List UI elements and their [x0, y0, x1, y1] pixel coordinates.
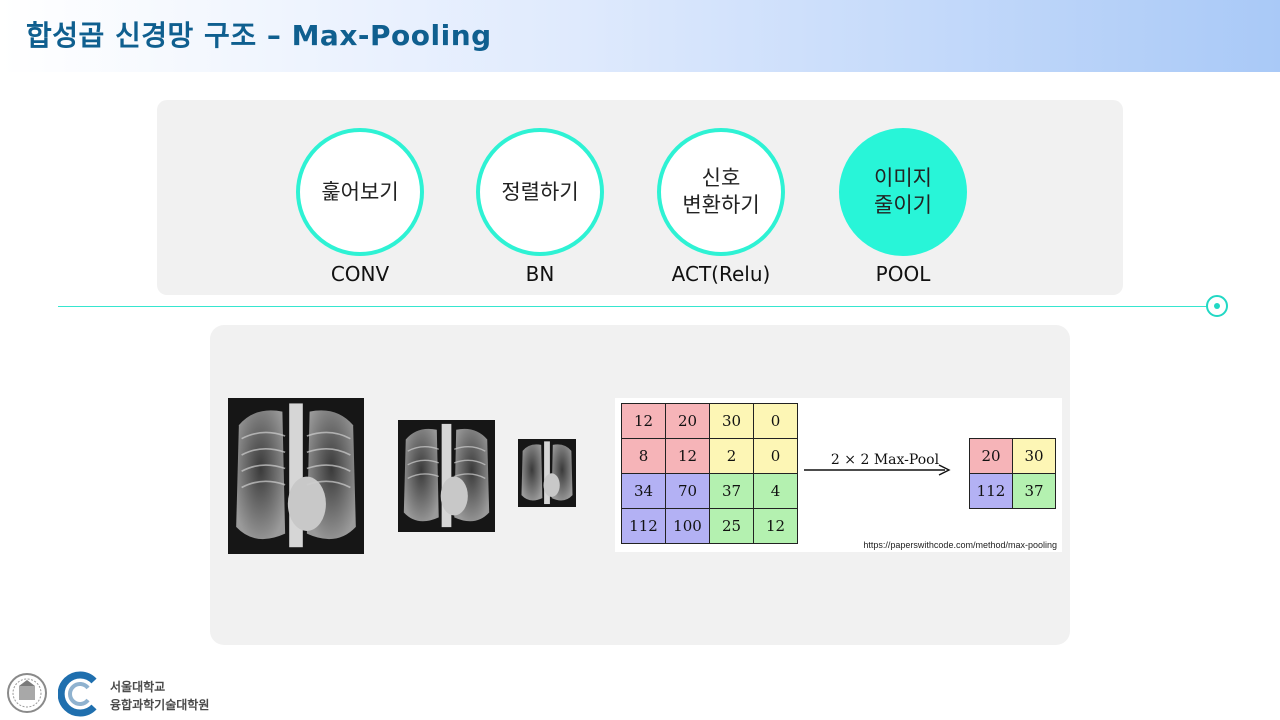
step-code: POOL [875, 262, 931, 286]
step-conv: 훑어보기 CONV [290, 128, 430, 286]
step-circle: 정렬하기 [476, 128, 604, 256]
pipeline-panel: 훑어보기 CONV 정렬하기 BN 신호 변환하기 ACT(Relu) 이미지 … [157, 100, 1123, 295]
grid-row: 112 100 25 12 [621, 508, 798, 544]
school-name: 융합과학기술대학원 [110, 698, 210, 712]
grid-row: 12 20 30 0 [621, 403, 798, 439]
grid-cell: 30 [1012, 438, 1056, 474]
grid-cell: 12 [621, 403, 666, 439]
gsconvergence-logo-icon [58, 671, 97, 717]
step-circle: 훑어보기 [296, 128, 424, 256]
step-circle-active: 이미지 줄이기 [839, 128, 967, 256]
grid-cell: 37 [709, 473, 754, 509]
grid-cell: 100 [665, 508, 710, 544]
university-name: 서울대학교 [110, 680, 166, 694]
grid-cell: 70 [665, 473, 710, 509]
grid-cell: 34 [621, 473, 666, 509]
university-seal-icon [7, 673, 47, 713]
timeline-line [58, 306, 1210, 307]
grid-cell: 2 [709, 438, 754, 474]
step-code: ACT(Relu) [671, 262, 771, 286]
grid-cell: 0 [753, 403, 798, 439]
xray-image-small [518, 439, 576, 507]
grid-row: 112 37 [969, 473, 1056, 509]
grid-cell: 4 [753, 473, 798, 509]
grid-cell: 12 [753, 508, 798, 544]
grid-cell: 25 [709, 508, 754, 544]
xray-image-large [228, 398, 364, 554]
operation-label: 2 × 2 Max-Pool [830, 452, 940, 468]
timeline-node-icon [1206, 295, 1228, 317]
source-link[interactable]: https://paperswithcode.com/method/max-po… [863, 540, 1057, 550]
grid-row: 34 70 37 4 [621, 473, 798, 509]
grid-cell: 112 [621, 508, 666, 544]
step-code: BN [525, 262, 555, 286]
grid-cell: 0 [753, 438, 798, 474]
step-label: 신호 변환하기 [682, 166, 760, 217]
grid-row: 20 30 [969, 438, 1056, 474]
grid-cell: 20 [665, 403, 710, 439]
max-pool-figure: 12 20 30 0 8 12 2 0 34 70 37 4 112 100 2… [615, 398, 1062, 552]
grid-cell: 12 [665, 438, 710, 474]
slide-title: 합성곱 신경망 구조 – Max-Pooling [26, 19, 492, 52]
grid-cell: 30 [709, 403, 754, 439]
grid-cell: 8 [621, 438, 666, 474]
step-bn: 정렬하기 BN [470, 128, 610, 286]
arrow-right-icon [804, 464, 951, 476]
slide-header: 합성곱 신경망 구조 – Max-Pooling [0, 0, 1280, 72]
input-grid: 12 20 30 0 8 12 2 0 34 70 37 4 112 100 2… [621, 403, 798, 544]
step-label: 이미지 줄이기 [874, 166, 932, 217]
footer-text: 서울대학교 융합과학기술대학원 [110, 678, 209, 714]
grid-cell: 37 [1012, 473, 1056, 509]
grid-cell: 20 [969, 438, 1013, 474]
step-circle: 신호 변환하기 [657, 128, 785, 256]
step-label: 훑어보기 [321, 179, 399, 204]
step-act: 신호 변환하기 ACT(Relu) [651, 128, 791, 286]
output-grid: 20 30 112 37 [969, 438, 1056, 509]
xray-image-medium [398, 420, 495, 532]
grid-cell: 112 [969, 473, 1013, 509]
step-label: 정렬하기 [501, 179, 579, 204]
step-code: CONV [330, 262, 390, 286]
step-pool: 이미지 줄이기 POOL [833, 128, 973, 286]
grid-row: 8 12 2 0 [621, 438, 798, 474]
